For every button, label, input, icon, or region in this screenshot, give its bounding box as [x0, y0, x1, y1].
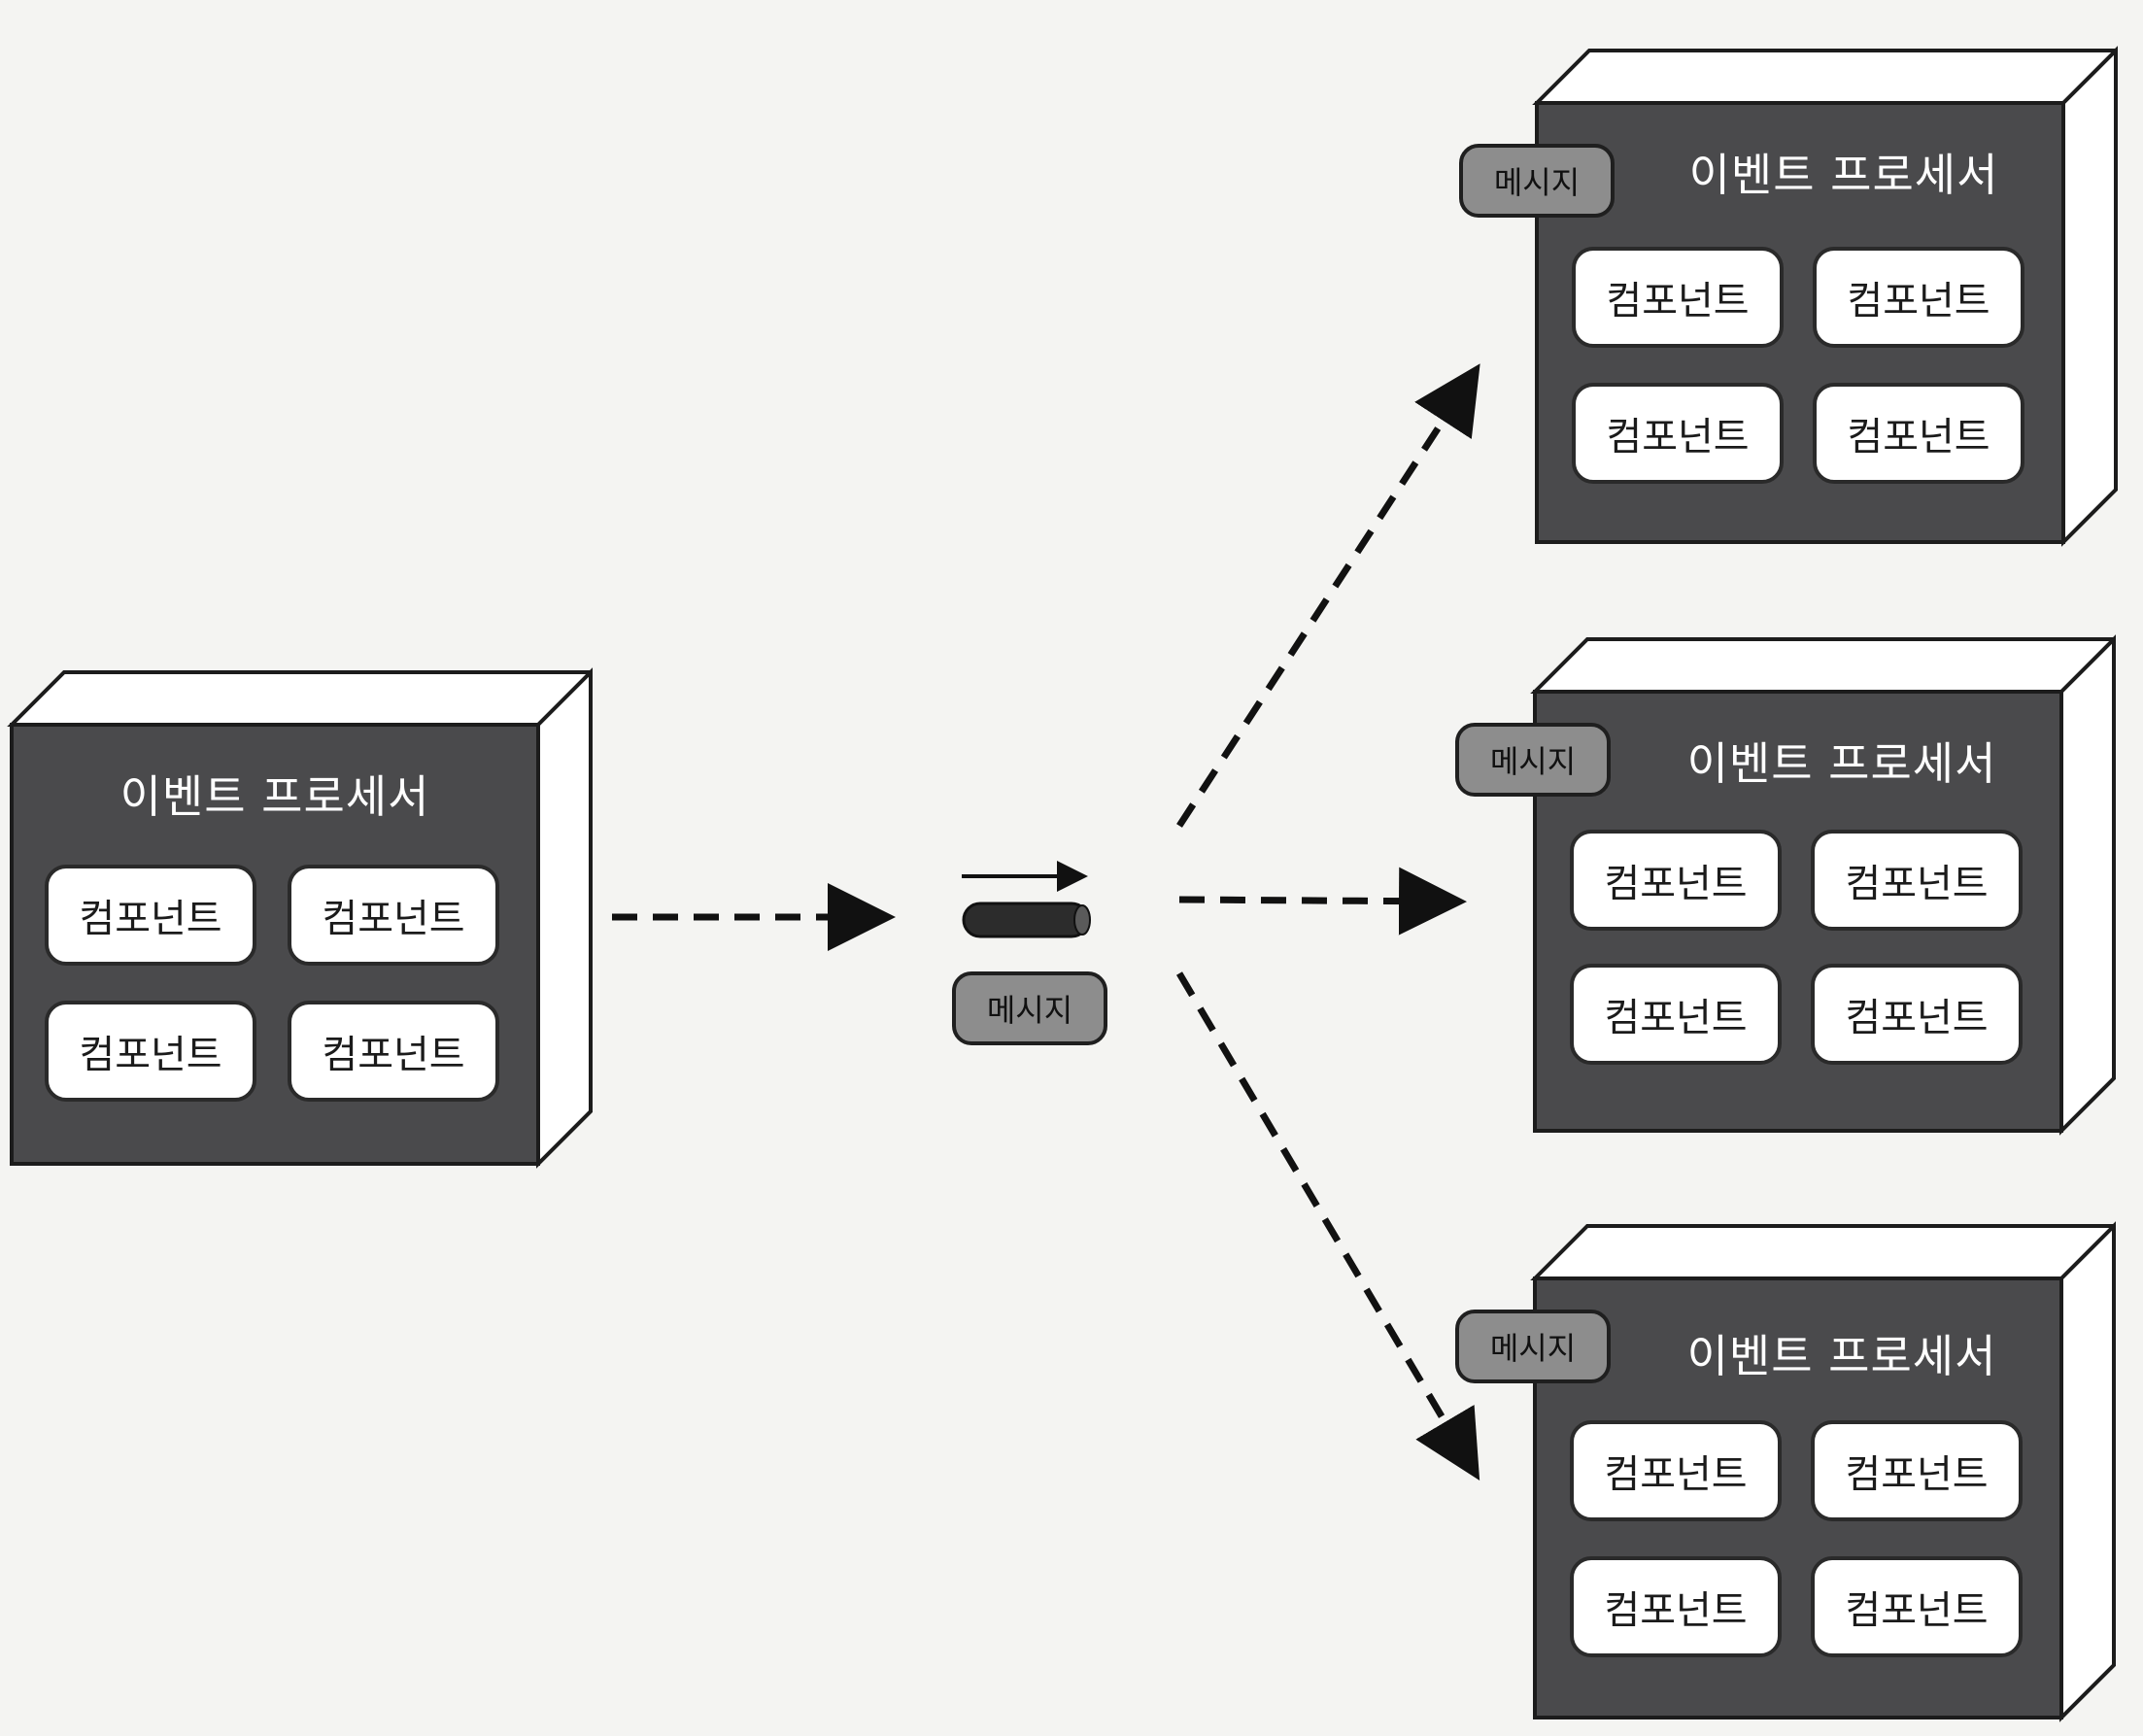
component-box: 컴포넌트	[1572, 383, 1784, 484]
component-box: 컴포넌트	[1813, 247, 2024, 348]
message-tag: 메시지	[1455, 723, 1611, 797]
message-tag: 메시지	[1455, 1310, 1611, 1383]
processor-title: 이벤트 프로세서	[119, 770, 430, 823]
dashed-arrow-to-processor-3	[1175, 971, 1480, 1481]
source-event-processor: 이벤트 프로세서 컴포넌트 컴포넌트 컴포넌트 컴포넌트	[7, 667, 593, 1169]
component-box: 컴포넌트	[1811, 964, 2023, 1065]
target-event-processor-3: 이벤트 프로세서 컴포넌트 컴포넌트 컴포넌트 컴포넌트	[1530, 1221, 2116, 1722]
dashed-arrow-to-processor-2	[1178, 867, 1467, 936]
component-box: 컴포넌트	[45, 1001, 256, 1102]
channel-pipe-icon	[962, 902, 1091, 938]
target-event-processor-2: 이벤트 프로세서 컴포넌트 컴포넌트 컴포넌트 컴포넌트	[1530, 634, 2116, 1136]
message-tag: 메시지	[1459, 144, 1615, 218]
component-box: 컴포넌트	[1572, 247, 1784, 348]
component-box: 컴포넌트	[1570, 1420, 1782, 1521]
component-box: 컴포넌트	[1570, 964, 1782, 1065]
component-box: 컴포넌트	[288, 1001, 499, 1102]
target-event-processor-1: 이벤트 프로세서 컴포넌트 컴포넌트 컴포넌트 컴포넌트	[1532, 46, 2118, 547]
component-box: 컴포넌트	[1570, 1556, 1782, 1657]
component-box: 컴포넌트	[1570, 830, 1782, 931]
processor-title: 이벤트 프로세서	[1686, 737, 1997, 790]
component-box: 컴포넌트	[288, 865, 499, 966]
processor-title: 이벤트 프로세서	[1686, 1330, 1997, 1382]
channel-message-tag: 메시지	[952, 971, 1107, 1045]
component-box: 컴포넌트	[1811, 830, 2023, 931]
component-box: 컴포넌트	[1811, 1556, 2023, 1657]
component-box: 컴포넌트	[1811, 1420, 2023, 1521]
component-box: 컴포넌트	[1813, 383, 2024, 484]
processor-title: 이벤트 프로세서	[1688, 149, 1999, 201]
dashed-arrow-to-processor-1	[1176, 363, 1480, 828]
component-box: 컴포넌트	[45, 865, 256, 966]
